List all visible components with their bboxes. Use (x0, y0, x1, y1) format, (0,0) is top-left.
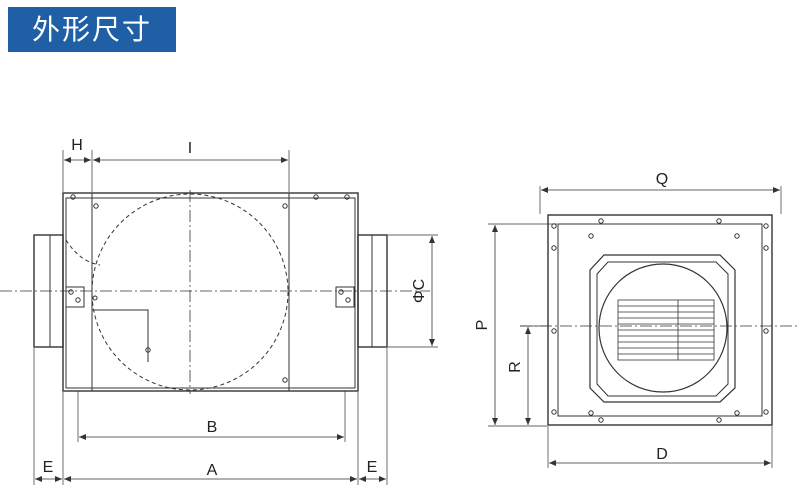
dim-label-p: P (474, 320, 491, 331)
arrowheads (35, 157, 780, 482)
dim-label-r: R (507, 361, 524, 373)
dim-label-d: D (656, 446, 668, 463)
dim-label-c: ΦC (411, 279, 428, 303)
front-view (488, 186, 800, 468)
dim-label-q: Q (656, 171, 668, 188)
dim-label-e-right: E (367, 459, 378, 476)
dim-label-b: B (207, 419, 218, 436)
section-title: 外形尺寸 (8, 7, 176, 52)
side-view (0, 150, 438, 485)
dim-label-a: A (207, 462, 218, 479)
dim-label-i: I (188, 140, 192, 157)
dim-label-h: H (71, 137, 83, 154)
dim-label-e-left: E (43, 459, 54, 476)
fan-louver (617, 299, 715, 361)
